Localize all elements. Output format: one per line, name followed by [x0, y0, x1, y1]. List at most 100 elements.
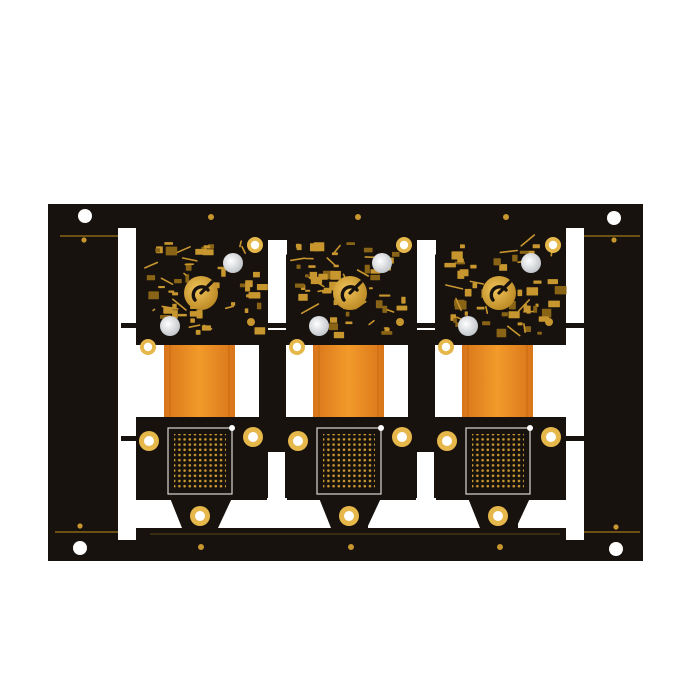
right-rail — [584, 204, 643, 561]
trace — [144, 261, 159, 269]
fiducial-dot — [503, 214, 509, 220]
smd-pad — [329, 323, 338, 331]
smd-pad — [375, 300, 383, 309]
smd-pad — [533, 280, 542, 284]
smd-pad — [253, 271, 260, 278]
smd-pad — [330, 317, 338, 323]
smd-pad — [333, 331, 345, 339]
trace — [317, 288, 334, 293]
unit-2 — [270, 236, 436, 528]
smd-pad — [248, 292, 261, 299]
smd-pad — [472, 282, 478, 289]
smd-pad — [460, 244, 465, 249]
trace — [485, 305, 489, 315]
smd-pad — [369, 287, 373, 290]
smd-pad — [231, 302, 236, 306]
smd-pad — [379, 294, 391, 297]
trace — [356, 269, 369, 277]
smd-pad — [459, 269, 469, 277]
smd-pad — [464, 288, 472, 297]
smd-pad — [296, 264, 301, 269]
bga-silkscreen-outline — [465, 427, 531, 495]
trace — [290, 257, 306, 262]
trace — [386, 308, 395, 313]
plated-hole-center — [493, 511, 503, 521]
silver-test-pad — [458, 316, 478, 336]
trace — [188, 324, 201, 329]
smd-pad — [165, 246, 178, 256]
trace — [520, 234, 536, 247]
smd-pad — [203, 245, 211, 249]
plated-hole-center — [441, 342, 451, 352]
plated-hole-center — [144, 436, 154, 446]
smd-pad — [305, 274, 309, 278]
breakaway-tab — [121, 323, 138, 328]
smd-pad — [532, 244, 540, 249]
smd-pad — [318, 273, 328, 280]
plated-hole-center — [248, 432, 258, 442]
bga-ball-grid — [472, 434, 524, 488]
smd-pad — [482, 321, 491, 326]
plated-hole-center — [546, 432, 556, 442]
unit-3 — [419, 234, 585, 528]
smd-pad — [185, 274, 190, 283]
mounting-hole-top-right — [607, 211, 621, 225]
trace — [152, 308, 156, 312]
smd-pad — [177, 313, 187, 317]
trace — [445, 284, 464, 290]
smd-pad — [476, 306, 485, 310]
plated-hole-center — [143, 342, 153, 352]
smd-pad — [364, 264, 370, 274]
trace — [161, 305, 179, 310]
plated-hole-center — [292, 342, 302, 352]
smd-pad — [296, 244, 302, 251]
smd-pad — [523, 304, 528, 313]
smd-pad — [246, 294, 250, 298]
breakaway-tab — [419, 436, 435, 441]
plated-hole-center — [344, 511, 354, 521]
smd-pad — [146, 275, 156, 281]
trace — [326, 257, 337, 267]
unit-1 — [121, 236, 287, 528]
fiducial-dot — [348, 544, 354, 550]
pin1-marker — [527, 425, 533, 431]
smd-pad — [453, 318, 457, 323]
flex-cable — [164, 345, 235, 417]
flex-cable — [462, 345, 533, 417]
trace — [239, 240, 242, 248]
mounting-hole-top-left — [78, 209, 92, 223]
trace — [176, 246, 191, 254]
trace — [183, 272, 187, 276]
smd-pad — [244, 308, 249, 313]
smd-pad — [464, 311, 468, 316]
board-units — [121, 234, 585, 528]
fiducial-dot — [611, 237, 617, 243]
via-pad — [247, 318, 255, 326]
fiducial-dot — [81, 237, 87, 243]
smd-pad — [493, 258, 501, 266]
smd-pad — [256, 284, 268, 291]
smd-pad — [517, 289, 523, 297]
silver-test-pad — [521, 253, 541, 273]
ring-slot-arm — [199, 280, 214, 295]
trace — [224, 305, 235, 310]
trace — [172, 298, 187, 311]
trace — [300, 303, 320, 315]
smd-pad — [172, 310, 178, 319]
trace — [517, 299, 530, 312]
smd-pad — [195, 248, 208, 255]
trace — [181, 257, 198, 262]
smd-pad — [330, 270, 341, 280]
smd-pad — [537, 331, 542, 335]
plated-hole-center — [293, 436, 303, 446]
trace — [203, 324, 213, 330]
mounting-hole-bottom-right — [609, 542, 623, 556]
bga-ball-grid — [174, 434, 226, 488]
smd-pad — [245, 280, 253, 288]
smd-pad — [541, 308, 552, 318]
smd-pad — [392, 251, 400, 257]
trace — [241, 245, 246, 254]
smd-pad — [396, 305, 408, 311]
smd-pad — [256, 302, 262, 310]
